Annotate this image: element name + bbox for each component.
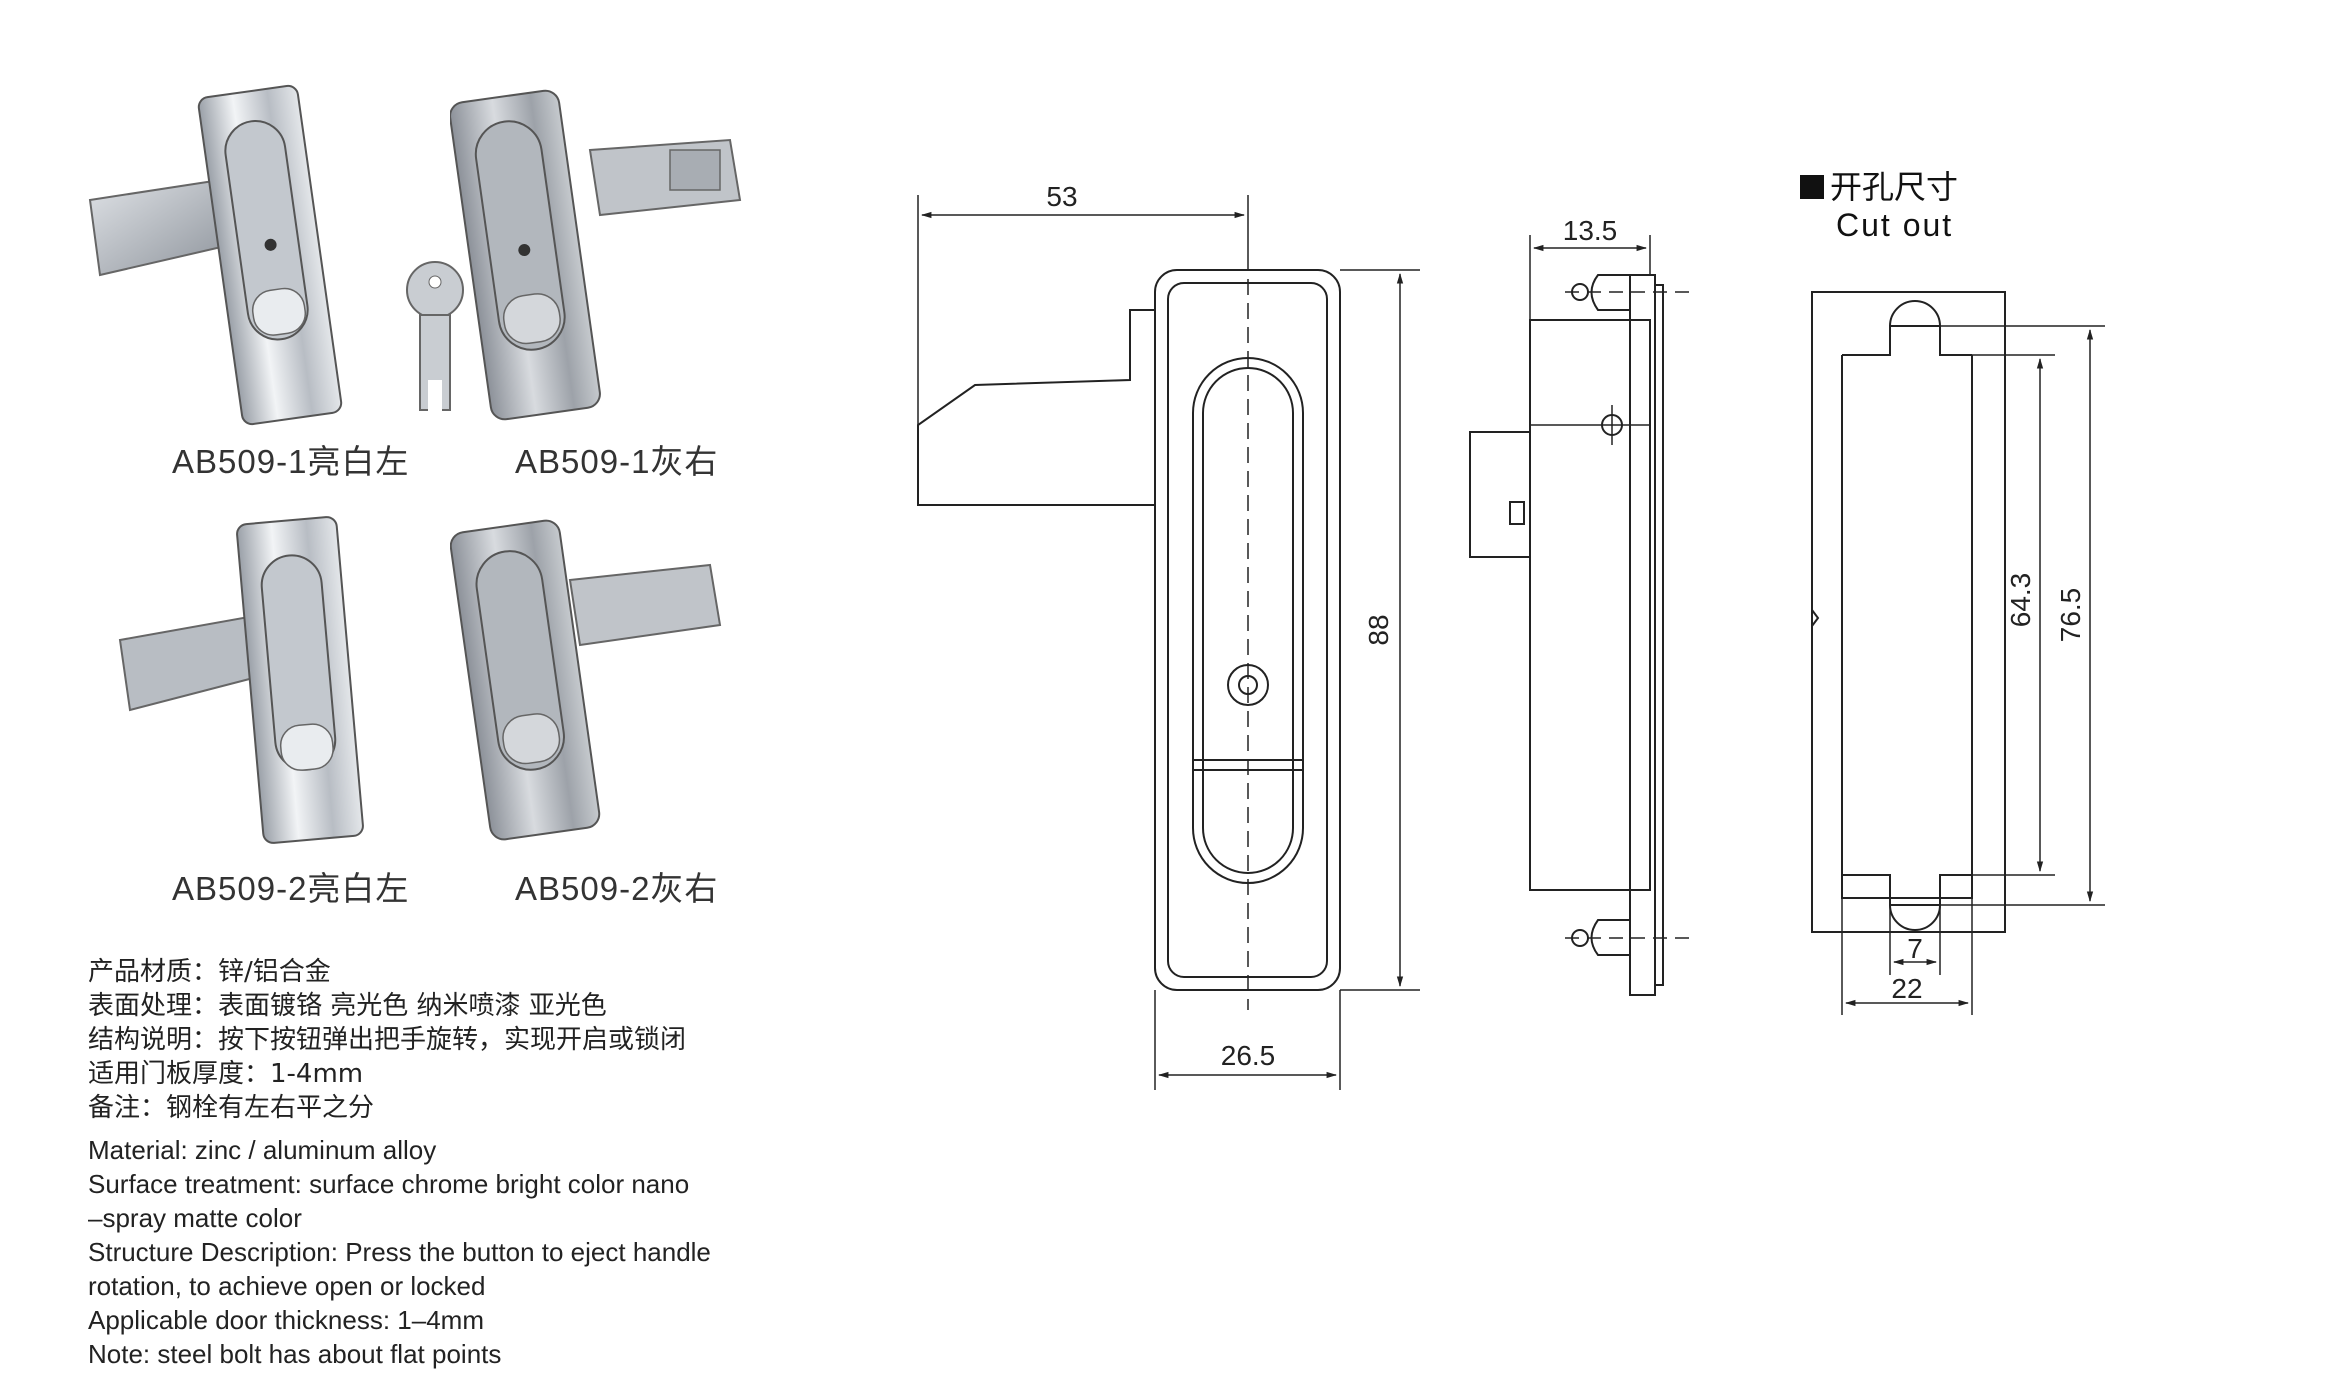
product-caption-4: AB509-2灰右 [515, 870, 719, 907]
spec-cn-structure: 结构说明：按下按钮弹出把手旋转，实现开启或锁闭 [88, 1025, 687, 1055]
product-caption-2: AB509-1灰右 [515, 443, 719, 480]
spec-en-structure-cont: rotation, to achieve open or locked [88, 1271, 486, 1301]
cutout-view [1811, 291, 2105, 1015]
spec-en-thickness: Applicable door thickness: 1–4mm [88, 1305, 484, 1335]
dim-53: 53 [1046, 181, 1077, 212]
product-photo-ab509-2-left [118, 516, 364, 844]
product-photo-ab509-2-right [450, 519, 722, 841]
spec-en-note: Note: steel bolt has about flat points [88, 1339, 502, 1369]
specifications: 产品材质：锌/铝合金 表面处理：表面镀铬 亮光色 纳米喷漆 亚光色 结构说明：按… [88, 955, 788, 1371]
spec-en-surface: Surface treatment: surface chrome bright… [88, 1169, 690, 1199]
dim-7: 7 [1907, 933, 1923, 964]
product-photo-ab509-1-right [450, 89, 742, 421]
front-view [917, 195, 1420, 1090]
spec-en-structure: Structure Description: Press the button … [88, 1237, 711, 1267]
dim-64-3: 64.3 [2005, 573, 2036, 628]
spec-en-material: Material: zinc / aluminum alloy [88, 1135, 437, 1165]
spec-cn-note: 备注：钢栓有左右平之分 [88, 1093, 375, 1123]
dim-88: 88 [1363, 614, 1394, 645]
spec-en-surface-cont: –spray matte color [88, 1203, 302, 1233]
product-photo-ab509-1-left [88, 84, 343, 426]
spec-cn-material: 产品材质：锌/铝合金 [88, 957, 331, 987]
dim-13-5: 13.5 [1563, 215, 1618, 246]
product-caption-1: AB509-1亮白左 [172, 443, 410, 480]
cutout-title: 开孔尺寸 [1830, 168, 1958, 206]
key-photo [406, 261, 464, 415]
cutout-subtitle: Cut out [1836, 207, 1953, 243]
side-view [1469, 235, 1690, 996]
spec-cn-thickness: 适用门板厚度：1-4mm [88, 1059, 364, 1089]
spec-cn-surface: 表面处理：表面镀铬 亮光色 纳米喷漆 亚光色 [88, 991, 607, 1021]
product-caption-3: AB509-2亮白左 [172, 870, 410, 907]
dim-26-5: 26.5 [1221, 1040, 1276, 1071]
cutout-bullet-icon [1800, 175, 1824, 199]
dim-22: 22 [1891, 973, 1922, 1004]
dim-76-5: 76.5 [2055, 588, 2086, 643]
